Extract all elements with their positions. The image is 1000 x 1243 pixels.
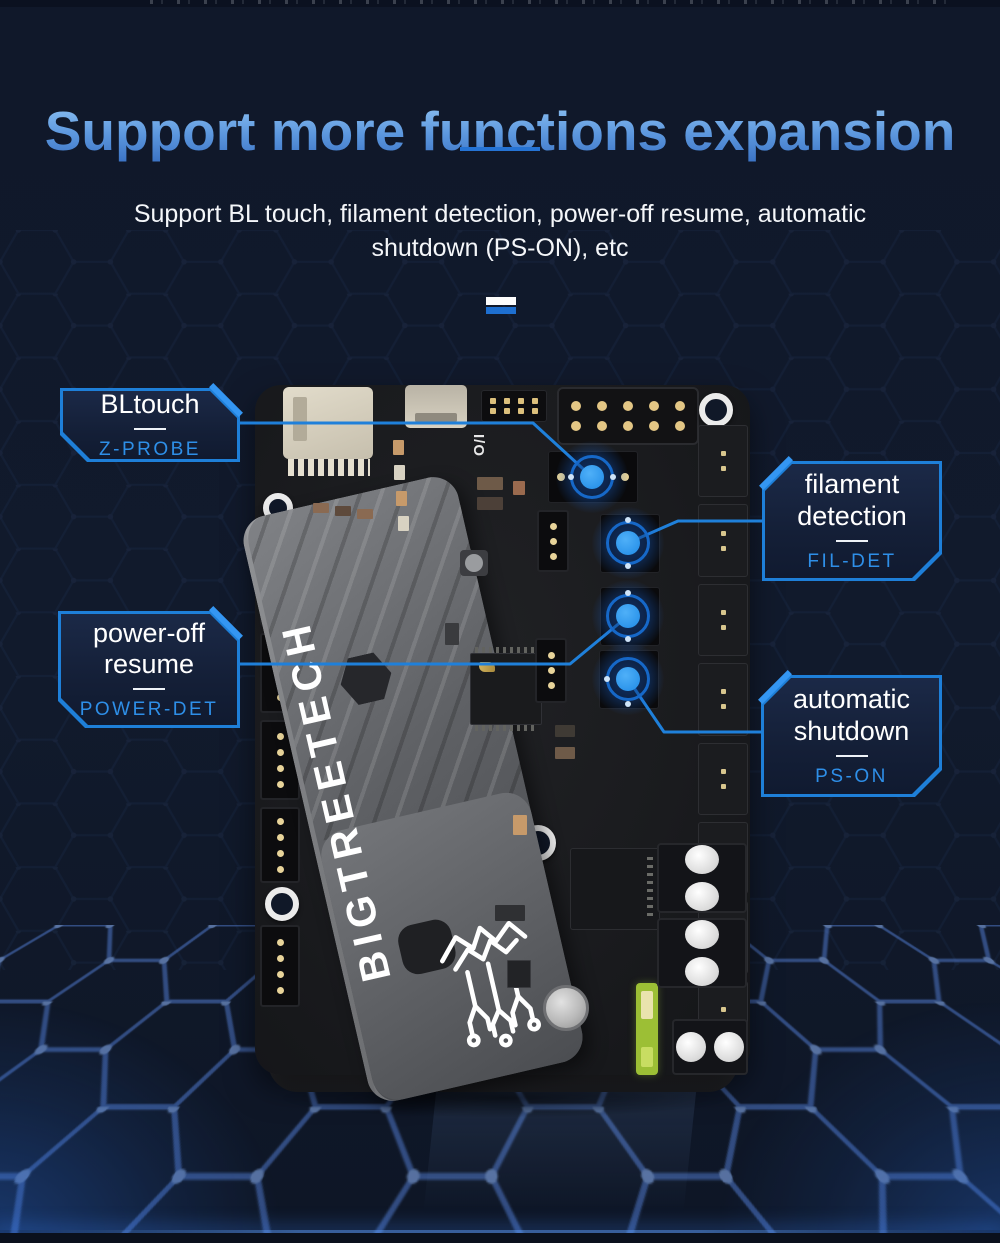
callout-code: Z-PROBE bbox=[99, 439, 201, 461]
callout-title: power-off resume bbox=[92, 617, 206, 679]
smd-component bbox=[477, 477, 503, 490]
callout-divider bbox=[134, 428, 166, 431]
fan-connector bbox=[537, 510, 569, 572]
callout-title: BLtouch bbox=[100, 388, 200, 419]
tree-logo-icon bbox=[440, 920, 541, 1048]
callout-background bbox=[63, 391, 237, 459]
jst-connector bbox=[260, 925, 300, 1007]
footer-strip bbox=[0, 1233, 1000, 1243]
page-title: Support more functions expansion bbox=[0, 99, 1000, 163]
callout-divider bbox=[836, 539, 868, 542]
section-divider-mark bbox=[486, 297, 516, 314]
callout-background bbox=[61, 614, 237, 725]
callout-code: POWER-DET bbox=[79, 699, 219, 721]
smd-component bbox=[507, 960, 531, 988]
pcb-board: I/O BIGTREETECH bbox=[238, 385, 750, 1107]
st-logo-icon bbox=[479, 662, 495, 672]
ps-on-connector bbox=[599, 650, 659, 709]
smd-component bbox=[477, 497, 503, 510]
callout-filament-detection: filament detection FIL-DET bbox=[759, 456, 942, 581]
driver-chip bbox=[570, 848, 660, 930]
fil-det-connector bbox=[600, 514, 660, 573]
page-subtitle: Support BL touch, filament detection, po… bbox=[133, 200, 867, 263]
bottom-glow-line bbox=[0, 1230, 1000, 1234]
callout-divider bbox=[133, 688, 165, 691]
callout-bltouch: BLtouch Z-PROBE bbox=[60, 383, 243, 462]
divider-bar-blue bbox=[486, 307, 516, 314]
blade-fuse bbox=[636, 983, 658, 1075]
callout-power-off-resume: power-off resume POWER-DET bbox=[58, 606, 243, 728]
smd-component bbox=[445, 623, 459, 645]
callout-title: automatic shutdown bbox=[792, 684, 911, 746]
smd-component bbox=[393, 440, 404, 455]
smd-component bbox=[396, 491, 407, 506]
callout-background bbox=[765, 464, 939, 578]
heatsink: BIGTREETECH bbox=[238, 471, 588, 1107]
micro-usb-port bbox=[405, 385, 467, 428]
callout-code: FIL-DET bbox=[807, 550, 897, 572]
smd-component bbox=[398, 516, 409, 531]
sd-card-pins bbox=[288, 459, 370, 476]
jst-connector bbox=[260, 807, 300, 883]
fan-connector bbox=[535, 638, 567, 703]
power-det-connector bbox=[600, 587, 660, 646]
electrolytic-capacitor bbox=[543, 985, 589, 1031]
callout-code: PS-ON bbox=[815, 765, 888, 787]
mounting-hole bbox=[699, 393, 733, 427]
smd-component bbox=[335, 506, 351, 516]
cropped-previous-section-strip bbox=[0, 0, 1000, 7]
smd-component bbox=[555, 747, 575, 759]
callout-title: filament detection bbox=[797, 469, 907, 531]
smd-component bbox=[357, 509, 373, 519]
smd-component bbox=[495, 905, 525, 921]
mcu-chip bbox=[470, 647, 542, 731]
smd-component bbox=[513, 815, 527, 835]
idc-header-2x5 bbox=[557, 387, 699, 445]
smd-component bbox=[313, 503, 329, 513]
divider-bar-white bbox=[486, 297, 516, 305]
sd-card-slot bbox=[283, 387, 373, 459]
z-probe-connector bbox=[548, 451, 638, 503]
smd-component bbox=[513, 481, 525, 495]
smd-component bbox=[394, 465, 405, 480]
screw-terminal bbox=[657, 843, 747, 913]
callout-divider bbox=[835, 754, 868, 757]
smd-component bbox=[555, 725, 575, 737]
callout-automatic-shutdown: automatic shutdown PS-ON bbox=[758, 670, 942, 797]
title-divider bbox=[460, 147, 540, 151]
reset-button bbox=[460, 550, 488, 576]
screw-terminal bbox=[657, 918, 747, 988]
power-screw-terminal bbox=[672, 1019, 748, 1075]
io-silkscreen-label: I/O bbox=[470, 433, 488, 458]
callout-background bbox=[764, 678, 939, 794]
pin-header-2x4 bbox=[481, 390, 547, 422]
heatsink-hex-cutout bbox=[335, 650, 396, 708]
mounting-hole bbox=[265, 887, 299, 921]
